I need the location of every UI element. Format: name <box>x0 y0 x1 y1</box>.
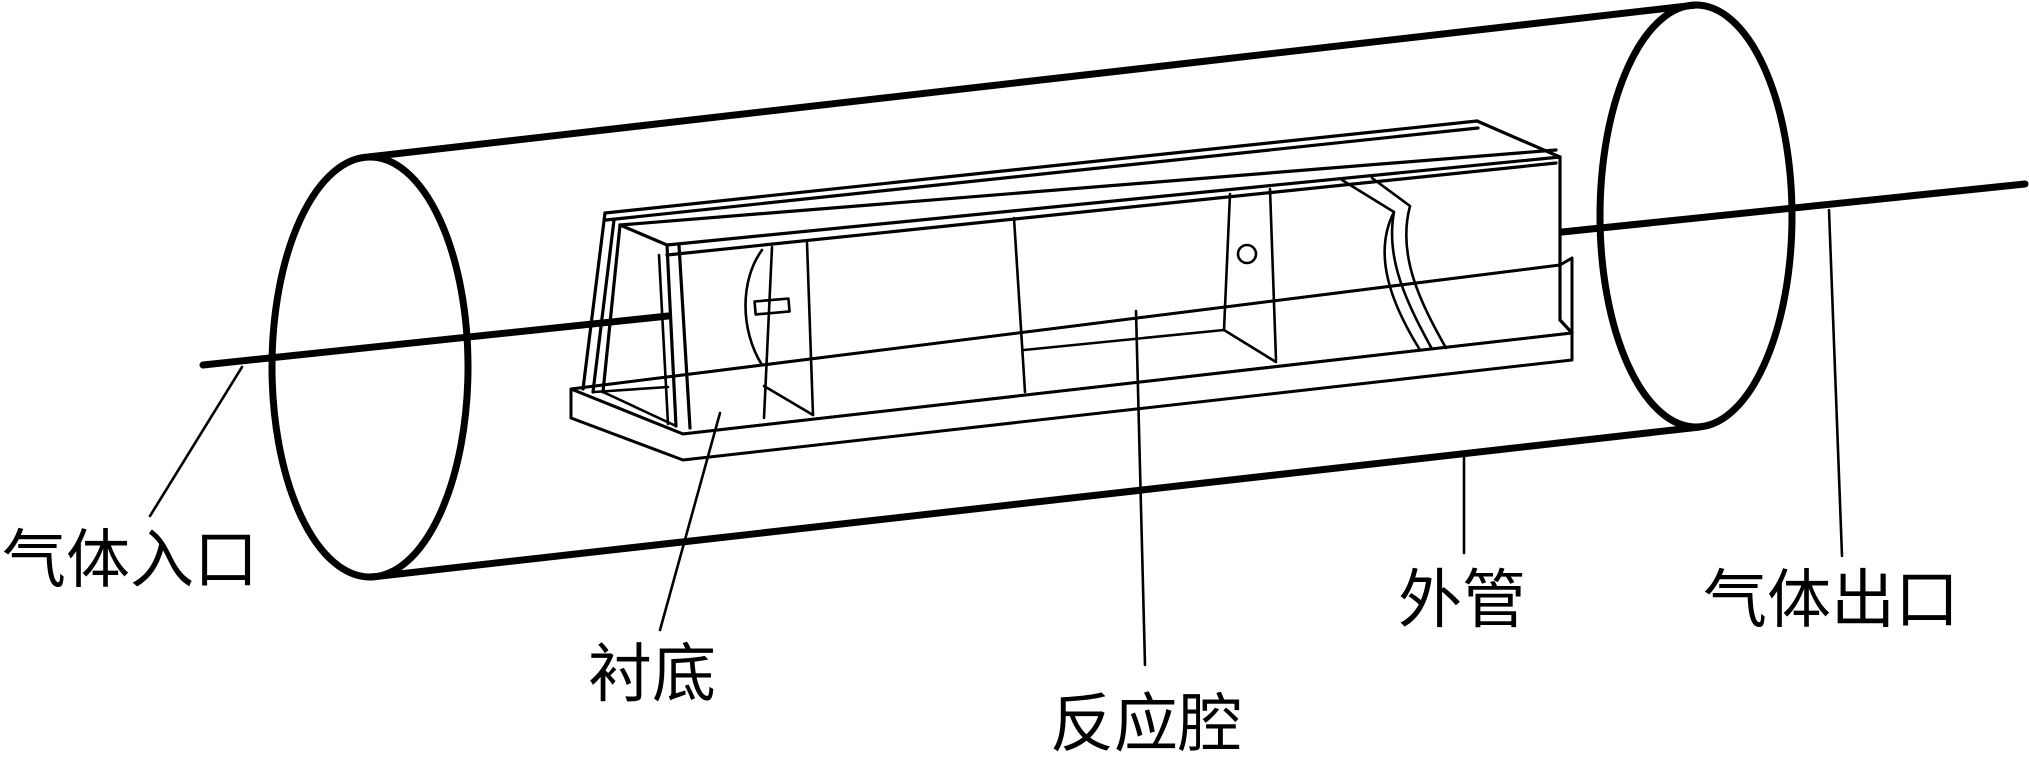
right-divider-b <box>1268 187 1278 362</box>
leader-reaction-chamber <box>1134 309 1147 667</box>
middle-floor <box>1022 328 1226 352</box>
label-gas-outlet: 气体出口 <box>1703 564 1959 638</box>
leader-gas-inlet <box>148 365 244 518</box>
outlet-axis-line <box>1558 180 2029 236</box>
tube-left-end <box>268 153 472 581</box>
first-divider-2 <box>805 241 815 417</box>
tray-front-face <box>569 331 1574 462</box>
left-post-outer <box>581 211 607 391</box>
chamber-right-lower <box>1558 318 1574 335</box>
first-divider <box>762 245 774 420</box>
right-divider-floor <box>1222 328 1278 364</box>
left-post-b <box>601 223 622 394</box>
left-bracket-post <box>665 243 678 428</box>
left-bracket-post-3 <box>657 253 670 426</box>
label-outer-tube: 外管 <box>1398 564 1526 638</box>
callouts <box>148 208 1844 667</box>
chamber-front-top-outer <box>618 148 1558 227</box>
label-gas-inlet: 气体入口 <box>2 524 258 598</box>
chamber-front-top-inner <box>665 155 1562 247</box>
first-baffle-curve <box>744 248 764 367</box>
right-baffle-bridge <box>1383 210 1422 352</box>
chamber-top-rail-inner <box>604 126 1480 222</box>
left-bracket-post-2 <box>677 243 692 430</box>
right-baffle-inner <box>1370 176 1448 350</box>
viewport-hole <box>1236 243 1258 265</box>
first-divider-floor <box>762 384 815 417</box>
left-bracket-diag <box>601 390 678 428</box>
tube-top-wall <box>364 1 1700 161</box>
chamber-top-rail-outer <box>603 119 1479 215</box>
right-divider-a <box>1222 192 1232 332</box>
label-reaction-chamber: 反应腔 <box>1050 688 1242 760</box>
leader-substrate <box>658 411 722 632</box>
chamber-front-top-mid <box>665 161 1558 257</box>
outer-tube <box>268 1 1796 581</box>
label-substrate: 衬底 <box>588 638 716 712</box>
substrate-tray <box>569 256 1574 462</box>
left-bracket-floor <box>592 385 670 394</box>
right-baffle-outer <box>1340 178 1434 351</box>
leader-gas-outlet <box>1827 208 1844 558</box>
middle-wall <box>1012 216 1027 394</box>
reaction-chamber <box>581 119 1574 430</box>
tube-bottom-wall <box>368 423 1704 581</box>
left-post-inner <box>591 218 616 394</box>
sample-tab <box>753 297 791 316</box>
tray-back-edge <box>569 263 1562 391</box>
left-bracket-top <box>618 223 669 247</box>
